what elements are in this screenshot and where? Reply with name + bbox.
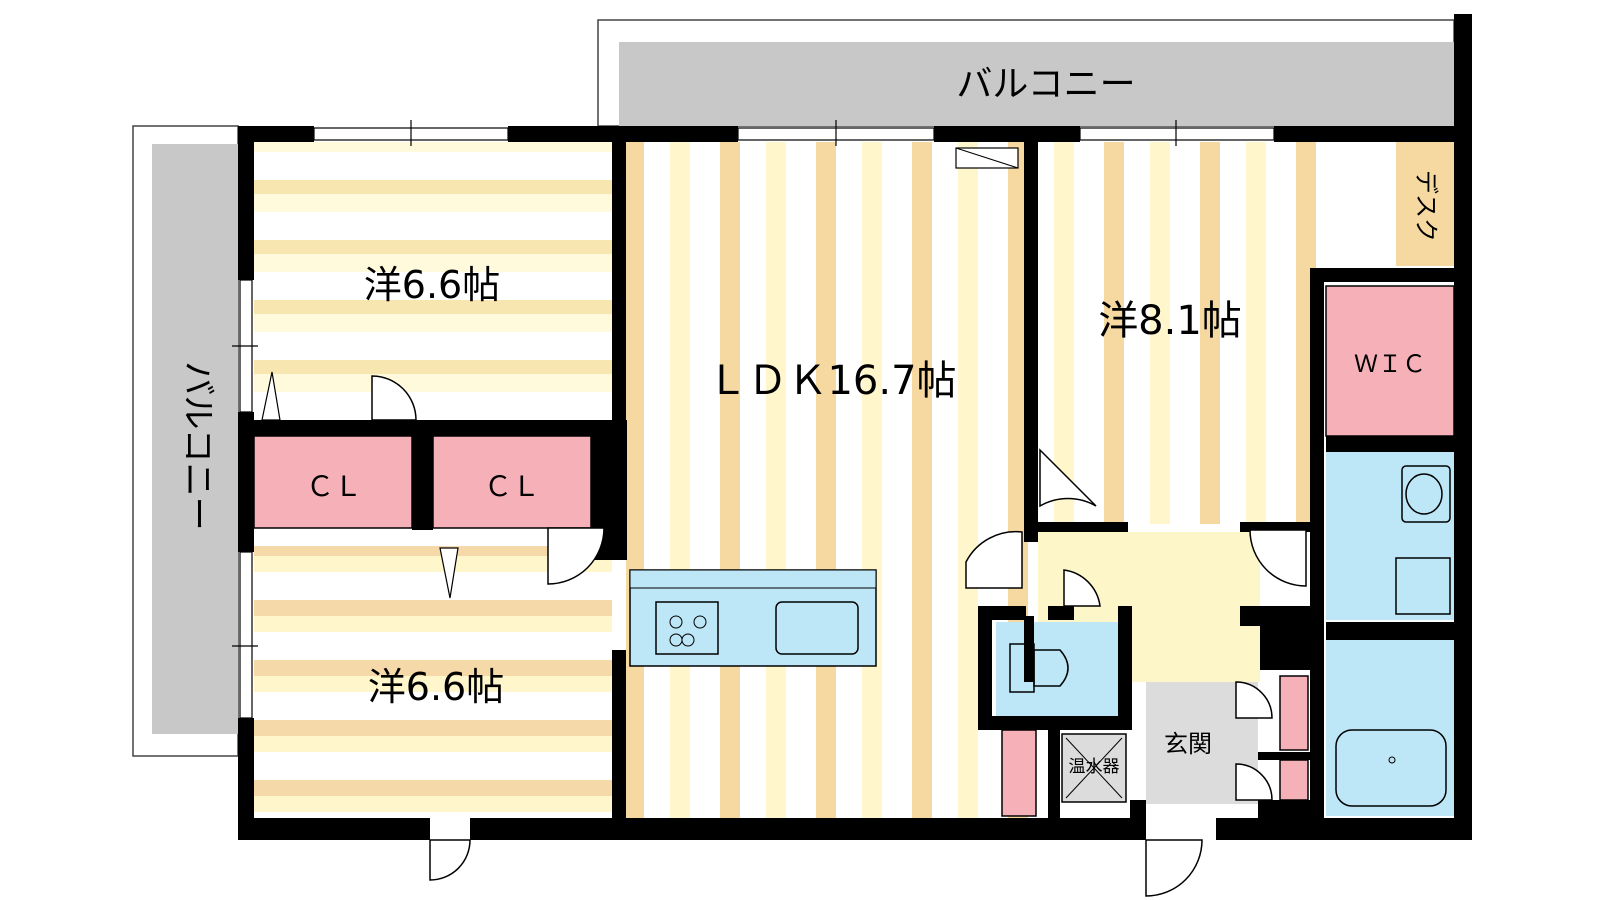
shoe-closet-a [1279, 675, 1309, 751]
balcony-top-label: バルコニー [956, 64, 1135, 105]
room-label-bedroom-upper: 洋6.6帖 [364, 263, 500, 307]
door-closet-left [261, 371, 281, 421]
storage-small [1001, 729, 1037, 817]
washroom [1326, 452, 1454, 620]
bedroom-lower-floor [254, 546, 612, 818]
room-label-ldk: ＬＤＫ16.7帖 [707, 358, 956, 404]
bedroom-upper-floor [254, 142, 612, 420]
closet-left-label: ＣＬ [306, 470, 362, 503]
bedroom-east-floor [1038, 142, 1340, 524]
balcony-left-label: バルコニー [178, 361, 218, 530]
desk-label: デスク [1412, 170, 1440, 242]
shoe-closet-b [1279, 759, 1309, 801]
kitchen-counter [629, 569, 877, 667]
desk-area [1396, 142, 1454, 266]
door-closet-right [439, 547, 459, 599]
ldk-floor [626, 142, 1028, 818]
water-heater [1061, 733, 1127, 803]
windows [232, 120, 1275, 719]
room-label-bedroom-lower: 洋6.6帖 [368, 665, 504, 709]
water-heater-label: 温水器 [1069, 757, 1120, 777]
closet-right-label: ＣＬ [484, 470, 540, 503]
room-label-bedroom-east: 洋8.1帖 [1098, 298, 1242, 344]
bathroom [1326, 640, 1454, 816]
wic-label: ＷＩＣ [1354, 350, 1426, 378]
balcony-left [132, 125, 239, 757]
walls [238, 14, 1472, 840]
toilet-room [996, 622, 1128, 716]
wash-basin [1401, 465, 1451, 523]
entrance-label: 玄関 [1164, 730, 1212, 758]
balcony-top [597, 19, 1455, 127]
washing-machine [1395, 557, 1451, 615]
doors [371, 375, 1307, 897]
bathtub [1335, 729, 1447, 807]
